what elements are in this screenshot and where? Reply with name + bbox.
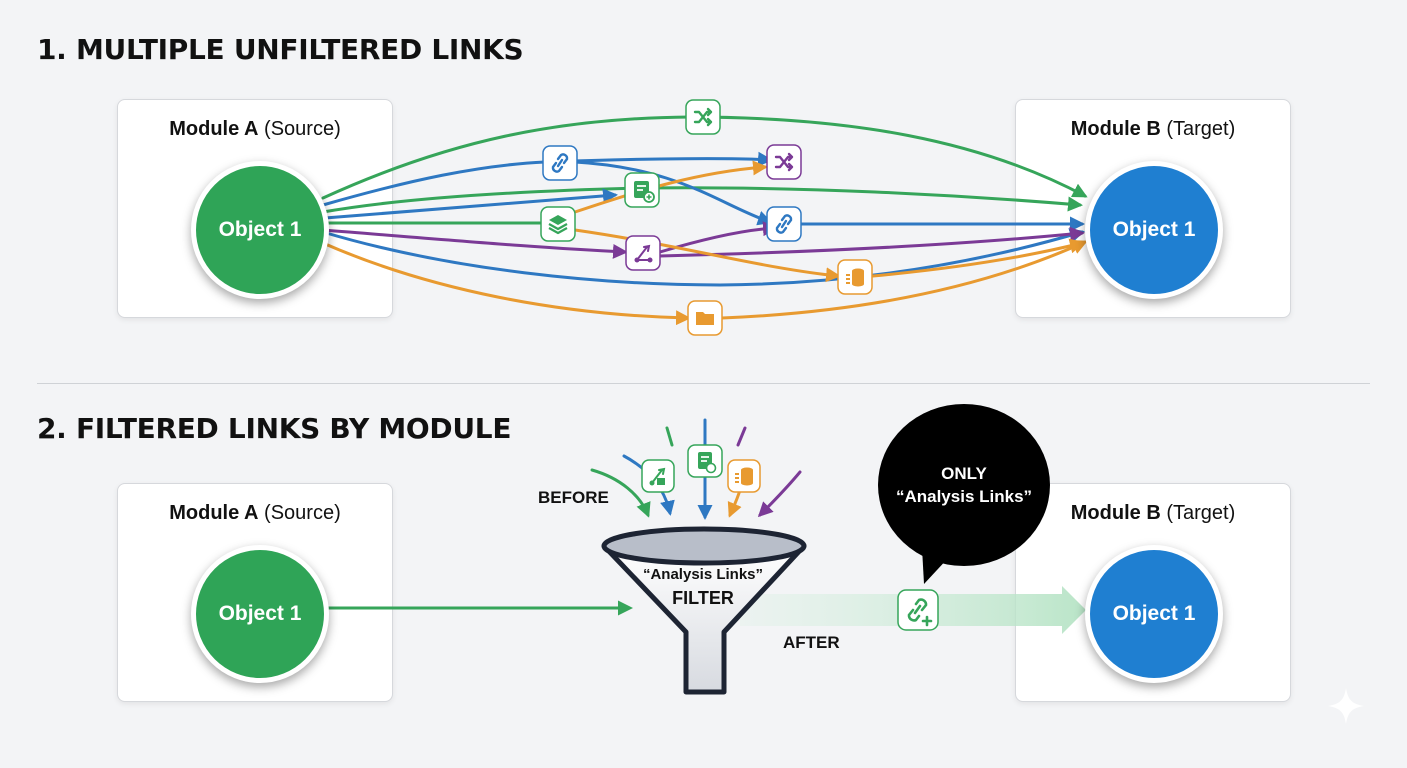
purple-link-arrow	[736, 426, 747, 447]
module-a-name: Module A	[169, 118, 259, 140]
blue-link-arrow	[323, 188, 618, 220]
blue-link-arrow	[321, 228, 1085, 287]
filter-label-line1: “Analysis Links”	[642, 566, 764, 583]
database-icon	[837, 259, 873, 295]
module-b-title: Module B (Target)	[1016, 118, 1290, 141]
green-link-arrow	[665, 426, 674, 447]
object-label: Object 1	[218, 602, 302, 625]
section-1-title: 1. MULTIPLE UNFILTERED LINKS	[37, 33, 524, 66]
object-label: Object 1	[1112, 218, 1196, 241]
object-label: Object 1	[218, 218, 302, 241]
section-2-title: 2. FILTERED LINKS BY MODULE	[37, 412, 512, 445]
module-b-role: (Target)	[1166, 118, 1236, 140]
green-link-arrow	[590, 468, 651, 518]
module-b-name-filtered: Module B	[1070, 502, 1161, 524]
orange-link-arrow	[321, 241, 691, 326]
bubble-line2: “Analysis Links”	[895, 487, 1033, 506]
module-b-title-filtered: Module B (Target)	[1016, 502, 1290, 525]
module-b-name: Module B	[1070, 118, 1161, 140]
section-divider	[37, 383, 1370, 384]
link-add-icon	[897, 589, 939, 631]
unfiltered-links	[321, 115, 1088, 326]
filter-label-line2: FILTER	[672, 588, 734, 608]
sparkle-icon	[1328, 688, 1364, 724]
document-icon	[687, 444, 723, 478]
after-label: AFTER	[783, 633, 840, 652]
shuffle-icon	[685, 99, 721, 135]
database-icon	[727, 459, 761, 493]
orange-link-arrow	[871, 238, 1085, 278]
orange-link-arrow	[720, 240, 1088, 320]
module-a-title: Module A (Source)	[118, 118, 392, 141]
blue-link-arrow	[573, 160, 773, 226]
analysis-links-filter-funnel	[601, 526, 807, 695]
module-a-object-circle-filtered: Object 1	[191, 545, 329, 683]
module-a-role: (Source)	[264, 118, 341, 140]
object-label: Object 1	[1112, 602, 1196, 625]
layers-icon	[540, 206, 576, 242]
orange-link-arrow	[727, 488, 742, 518]
module-a-role-filtered: (Source)	[264, 502, 341, 524]
module-b-object-circle: Object 1	[1085, 161, 1223, 299]
orange-link-arrow	[573, 160, 768, 214]
branch-icon	[625, 235, 661, 271]
module-a-title-filtered: Module A (Source)	[118, 502, 392, 525]
module-b-role-filtered: (Target)	[1166, 502, 1236, 524]
only-analysis-links-bubble: ONLY “Analysis Links”	[878, 404, 1050, 566]
branch-icon	[641, 459, 675, 493]
module-a-name-filtered: Module A	[169, 502, 259, 524]
shuffle-icon	[766, 144, 802, 180]
purple-link-arrow	[757, 470, 802, 518]
bubble-line1: ONLY	[941, 464, 987, 483]
document-add-icon	[624, 172, 660, 208]
purple-link-arrow	[321, 228, 628, 259]
folder-icon	[687, 300, 723, 336]
module-b-object-circle-filtered: Object 1	[1085, 545, 1223, 683]
orange-link-arrow	[573, 228, 841, 283]
link-icon	[766, 206, 802, 242]
before-label: BEFORE	[538, 488, 609, 507]
link-icon	[542, 145, 578, 181]
module-a-object-circle: Object 1	[191, 161, 329, 299]
purple-link-arrow	[658, 226, 1085, 258]
